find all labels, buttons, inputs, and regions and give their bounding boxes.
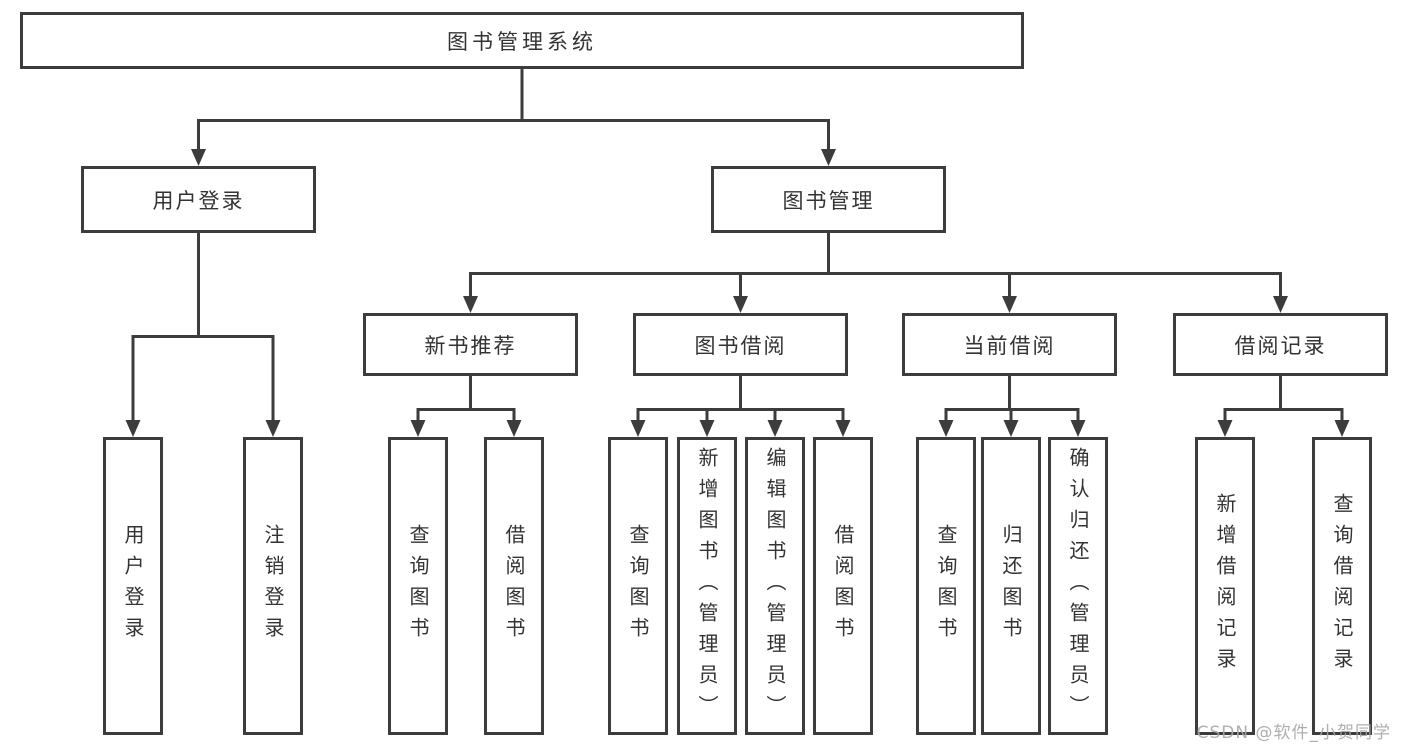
node-book-borrow: 图书借阅 [633,313,848,376]
arrowhead-icon [767,420,783,437]
leaf-logout: 注销登录 [243,437,303,735]
leaf-newbook-query-books: 查询图书 [388,437,448,735]
leaf-borrow-edit-books-admin: 编辑图书（管理员） [745,437,805,735]
arrowhead-icon [733,296,748,313]
arrowhead-icon [1273,296,1288,313]
arrowhead-icon [265,420,281,437]
connector-currentborrow-to-leaves [944,374,1080,423]
leaf-newbook-borrow-books: 借阅图书 [484,437,544,735]
leaf-current-confirm-return-admin: 确认归还（管理员） [1048,437,1108,735]
leaf-borrow-borrow-books: 借阅图书 [813,437,873,735]
arrowhead-icon [463,296,478,313]
node-book-management: 图书管理 [711,166,946,233]
arrowhead-icon [1003,420,1019,437]
arrowhead-icon [699,420,715,437]
node-new-book-recommend: 新书推荐 [363,313,578,376]
leaf-records-add-record: 新增借阅记录 [1195,437,1255,735]
csdn-watermark: CSDN @软件_小贺同学 [1196,723,1391,743]
arrowhead-icon [821,149,836,166]
leaf-current-query-books: 查询图书 [916,437,976,735]
node-current-borrow: 当前借阅 [902,313,1117,376]
node-borrow-records: 借阅记录 [1173,313,1388,376]
leaf-borrow-add-books-admin: 新增图书（管理员） [677,437,737,735]
node-user-login: 用户登录 [81,166,316,233]
connector-bookborrow-to-leaves [636,374,845,423]
arrowhead-icon [630,420,646,437]
arrowhead-icon [1002,296,1017,313]
node-root: 图书管理系统 [20,12,1024,69]
leaf-records-query-record: 查询借阅记录 [1312,437,1372,735]
connector-bookmgmt-to-level2 [469,231,1282,299]
leaf-current-return-books: 归还图书 [981,437,1041,735]
leaf-user-login: 用户登录 [103,437,163,735]
arrowhead-icon [1334,420,1350,437]
arrowhead-icon [1070,420,1086,437]
arrowhead-icon [506,420,522,437]
arrowhead-icon [125,420,141,437]
arrowhead-icon [835,420,851,437]
connector-userlogin-to-leaves [131,231,275,423]
connector-newbook-to-leaves [416,374,516,423]
arrowheads [125,149,1350,437]
arrowhead-icon [938,420,954,437]
connector-records-to-leaves [1223,374,1344,423]
connector-root-to-level1 [197,66,830,152]
leaf-borrow-query-books: 查询图书 [608,437,668,735]
arrowhead-icon [191,149,206,166]
arrowhead-icon [1217,420,1233,437]
arrowhead-icon [410,420,426,437]
